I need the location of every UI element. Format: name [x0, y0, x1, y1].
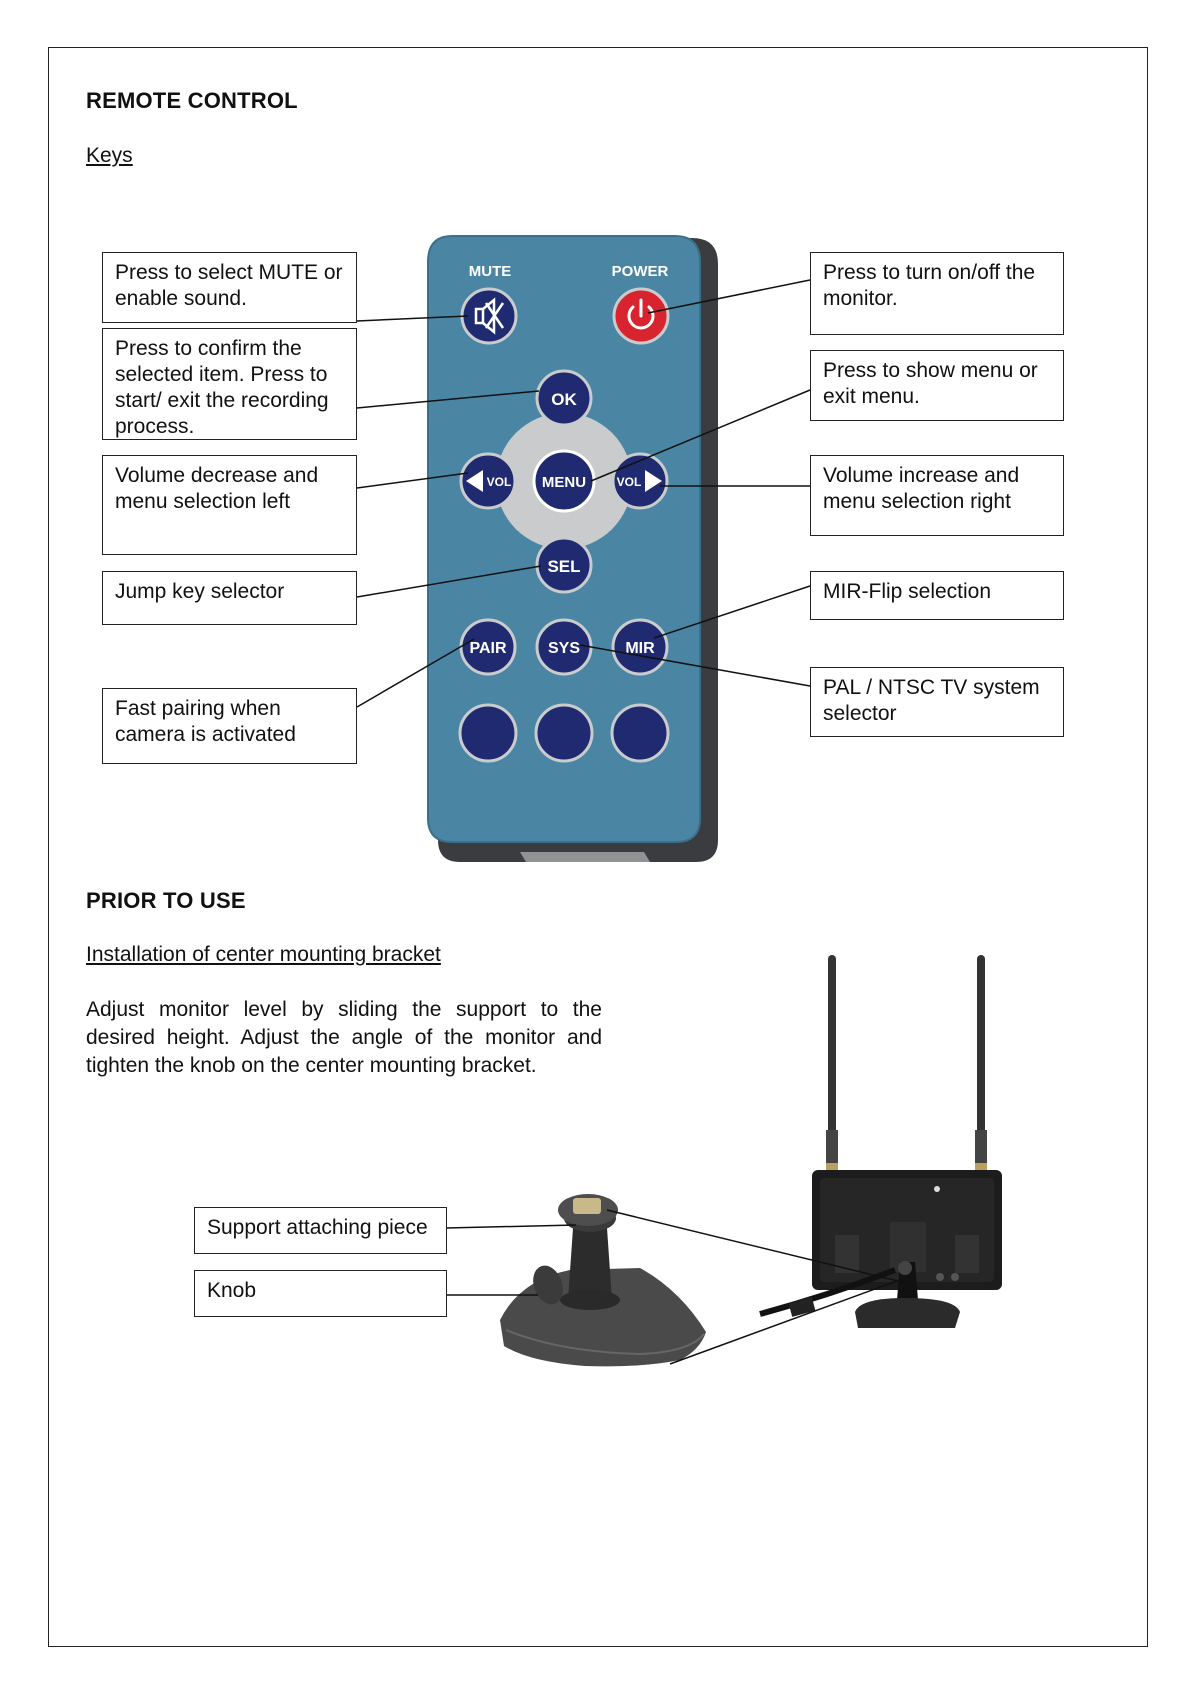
ok-button	[535, 369, 593, 427]
callout-vol-left: Volume decrease and menu selection left	[102, 455, 357, 555]
callout-mir: MIR-Flip selection	[810, 571, 1064, 620]
sel-label: SEL	[547, 557, 580, 576]
blank-button-1	[458, 703, 518, 763]
bracket-icon	[500, 1194, 706, 1367]
subsection-title-keys: Keys	[86, 144, 133, 167]
blank-button-2	[534, 703, 594, 763]
sel-button	[535, 536, 593, 594]
vol-right-label: VOL	[617, 475, 642, 489]
monitor-icon	[812, 1170, 1002, 1290]
blank-button-3	[610, 703, 670, 763]
antenna-left-icon	[826, 955, 838, 1175]
menu-button	[532, 449, 596, 513]
callout-knob: Knob	[194, 1270, 447, 1317]
leader-lines	[356, 279, 811, 708]
callout-sel: Jump key selector	[102, 571, 357, 625]
section-title-remote-control: REMOTE CONTROL	[86, 88, 298, 113]
vol-left-label: VOL	[487, 475, 512, 489]
page-frame	[48, 47, 1148, 1647]
callout-ok: Press to confirm the selected item. Pres…	[102, 328, 357, 440]
callout-pair: Fast pairing when camera is activated	[102, 688, 357, 764]
callout-menu: Press to show menu or exit menu.	[810, 350, 1064, 421]
callout-sys: PAL / NTSC TV system selector	[810, 667, 1064, 737]
mute-icon	[474, 297, 505, 335]
mute-label: MUTE	[469, 263, 512, 280]
vol-left-button	[459, 452, 517, 510]
vol-right-button	[611, 452, 669, 510]
power-label: POWER	[612, 263, 669, 280]
callout-mute: Press to select MUTE or enable sound.	[102, 252, 357, 323]
ok-label: OK	[551, 390, 577, 409]
subsection-title-installation: Installation of center mounting bracket	[86, 943, 441, 966]
section-title-prior-to-use: PRIOR TO USE	[86, 888, 246, 913]
callout-vol-right: Volume increase and menu selection right	[810, 455, 1064, 536]
arrow-left-icon	[466, 470, 483, 492]
bracket-leader-lines	[445, 1209, 907, 1365]
antenna-right-icon	[975, 955, 987, 1175]
arrow-right-icon	[645, 470, 662, 492]
monitor-stand-icon	[759, 1261, 960, 1328]
mir-label: MIR	[625, 640, 655, 657]
callout-power: Press to turn on/off the monitor.	[810, 252, 1064, 335]
pair-label: PAIR	[469, 640, 506, 657]
mir-button	[611, 618, 669, 676]
installation-instructions: Adjust monitor level by sliding the supp…	[86, 998, 602, 1077]
sys-label: SYS	[548, 640, 580, 657]
callout-support-attaching-piece: Support attaching piece	[194, 1207, 447, 1254]
power-button	[612, 287, 670, 345]
menu-label: MENU	[542, 474, 586, 491]
power-icon	[627, 298, 655, 330]
